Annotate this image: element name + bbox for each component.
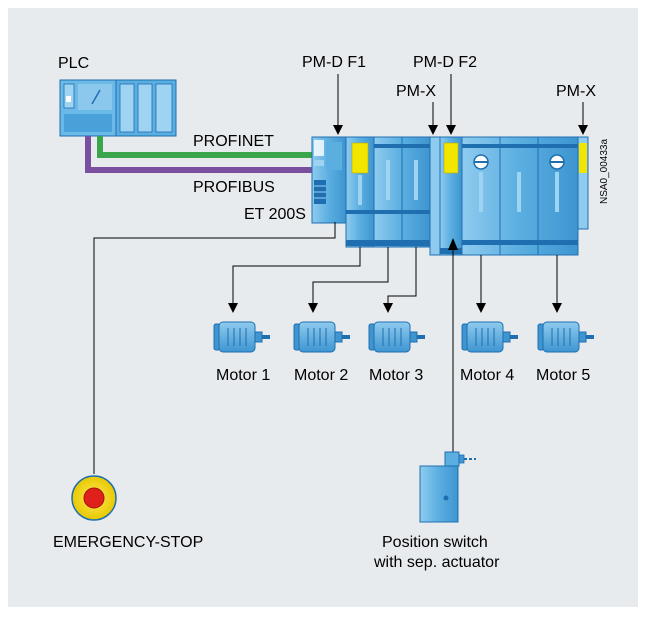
motor-1-feed <box>228 247 361 313</box>
motor-3-label: Motor 3 <box>369 367 423 384</box>
position-switch-arrow-head <box>448 238 458 250</box>
pm-d-f2-module <box>439 136 463 256</box>
motor-4-label: Motor 4 <box>460 367 514 384</box>
plc-label: PLC <box>58 55 89 72</box>
pm-x-module-1 <box>429 136 441 256</box>
pm-x-label-2: PM-X <box>556 83 596 100</box>
motor-starter-group-1 <box>373 136 431 248</box>
pm-x-module-2 <box>577 136 589 230</box>
profinet-cable <box>97 136 318 158</box>
profibus-label: PROFIBUS <box>193 179 275 196</box>
emergency-stop-wire <box>93 222 336 474</box>
doc-id-label: NSA0_00433a <box>599 139 610 204</box>
et200s-interface-module <box>311 136 347 224</box>
motor-2-label: Motor 2 <box>294 367 348 384</box>
position-switch-label-line2: with sep. actuator <box>373 554 500 571</box>
pm-x-label-1: PM-X <box>396 83 436 100</box>
plc-unit <box>59 79 177 137</box>
motor-starter-group-2 <box>461 136 579 256</box>
profinet-label: PROFINET <box>193 133 274 150</box>
et200s-label: ET 200S <box>244 206 306 223</box>
profibus-cable <box>85 136 318 173</box>
motor-1-label: Motor 1 <box>216 367 270 384</box>
position-switch-label-line1: Position switch <box>382 534 488 551</box>
motor-1-icon <box>213 321 270 353</box>
pm-d-f2-label: PM-D F2 <box>413 54 477 71</box>
motor-4-icon <box>461 321 518 353</box>
position-switch-device <box>419 451 476 523</box>
motor-2-icon <box>293 321 350 353</box>
motor-2-feed <box>308 247 389 313</box>
pm-d-f1-label: PM-D F1 <box>302 54 366 71</box>
emergency-stop-button <box>71 475 117 521</box>
motor-5-label: Motor 5 <box>536 367 590 384</box>
motor-5-icon <box>537 321 594 353</box>
motor-3-icon <box>368 321 425 353</box>
emergency-stop-label: EMERGENCY-STOP <box>53 534 203 551</box>
motor-3-feed <box>383 247 417 313</box>
